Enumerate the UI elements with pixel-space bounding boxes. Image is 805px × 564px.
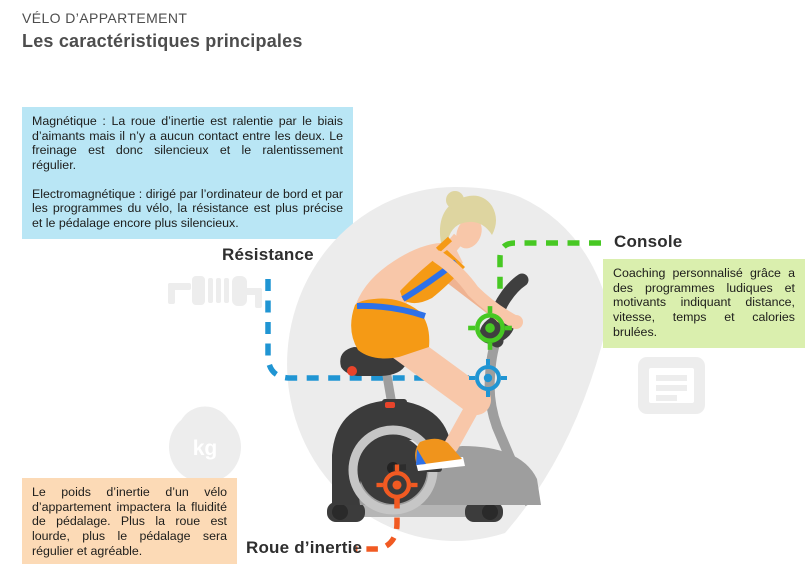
inertia-text: Le poids d’inertie d’un vélo d’apparteme… — [32, 485, 227, 558]
resistance-paragraph-magnetic: Magnétique : La roue d’inertie est ralen… — [32, 114, 343, 172]
shoe-sole — [416, 457, 465, 471]
console-connector-line — [497, 240, 601, 317]
resistance-info-box: Magnétique : La roue d’inertie est ralen… — [22, 107, 353, 240]
resistance-connector-line — [265, 279, 470, 381]
console-info-box: Coaching personnalisé grâce a des progra… — [603, 259, 805, 349]
face — [456, 217, 482, 249]
dumbbell-icon — [168, 276, 262, 308]
header: VÉLO D’APPARTEMENT Les caractéristiques … — [22, 10, 303, 52]
near-arm — [431, 250, 522, 329]
console-label: Console — [614, 232, 683, 251]
shin — [443, 393, 484, 454]
rider-figure — [351, 191, 523, 471]
hair-bun — [446, 191, 464, 209]
hair — [439, 195, 496, 250]
inertia-info-box: Le poids d’inertie d’un vélo d’apparteme… — [22, 478, 237, 564]
shoe — [415, 438, 462, 465]
exercise-bike — [327, 273, 541, 522]
inertia-label: Roue d’inertie — [246, 538, 363, 557]
page-kicker: VÉLO D’APPARTEMENT — [22, 10, 188, 26]
resistance-paragraph-electromagnetic: Electromagnétique : dirigé par l’ordinat… — [32, 186, 343, 230]
hand — [509, 315, 523, 329]
page-title: Les caractéristiques principales — [22, 31, 303, 51]
resistance-label: Résistance — [222, 245, 314, 264]
console-text: Coaching personnalisé grâce a des progra… — [613, 266, 795, 339]
kettlebell-icon: kg — [169, 406, 241, 483]
saddle-knob — [347, 366, 357, 376]
flywheel-cowl — [332, 400, 452, 505]
console-screen-icon — [638, 357, 705, 414]
kettlebell-kg-label: kg — [193, 437, 218, 460]
inertia-connector-line — [356, 497, 400, 552]
